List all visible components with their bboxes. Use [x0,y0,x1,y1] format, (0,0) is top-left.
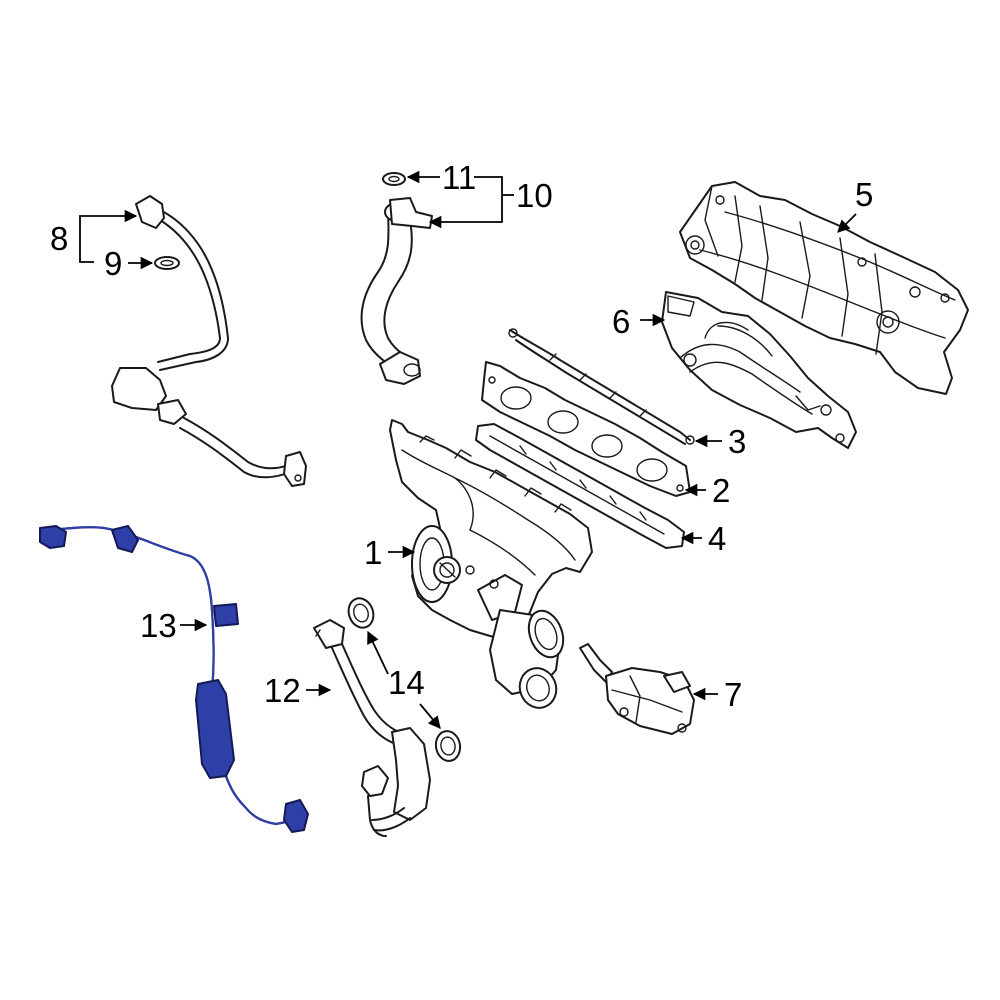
callout-1: 1 [364,534,382,571]
o-ring-9[interactable] [154,256,180,270]
callout-13: 13 [140,607,177,644]
callout-4: 4 [708,520,726,557]
gasket-strip[interactable] [475,423,685,549]
highlighted-oil-line[interactable] [39,525,309,833]
callout-12: 12 [264,672,301,709]
turbocharger-manifold[interactable] [389,419,593,713]
callout-10: 10 [516,177,553,214]
gasket-thin[interactable] [508,328,695,445]
callout-8: 8 [50,220,68,257]
manifold-gasket[interactable] [481,361,691,497]
o-ring-14-upper[interactable] [345,595,378,631]
callout-9: 9 [104,245,122,282]
callout-labels: 1 2 3 4 5 6 7 8 9 10 11 12 13 14 [50,159,873,713]
callout-2: 2 [712,472,730,509]
o-ring-11[interactable] [382,172,406,186]
callout-leaders [79,170,857,729]
callout-11: 11 [442,159,476,196]
wastegate-actuator[interactable] [579,643,695,735]
water-pipe[interactable] [360,197,433,385]
heat-shield-upper[interactable] [679,181,969,395]
callout-14: 14 [388,664,425,701]
heat-shield-lower[interactable] [661,291,857,449]
callout-6: 6 [612,303,630,340]
callout-7: 7 [724,676,742,713]
o-ring-14-lower[interactable] [434,729,463,763]
callout-5: 5 [855,176,873,213]
feed-line-upper[interactable] [111,195,307,487]
return-line[interactable] [313,619,431,837]
callout-3: 3 [728,423,746,460]
